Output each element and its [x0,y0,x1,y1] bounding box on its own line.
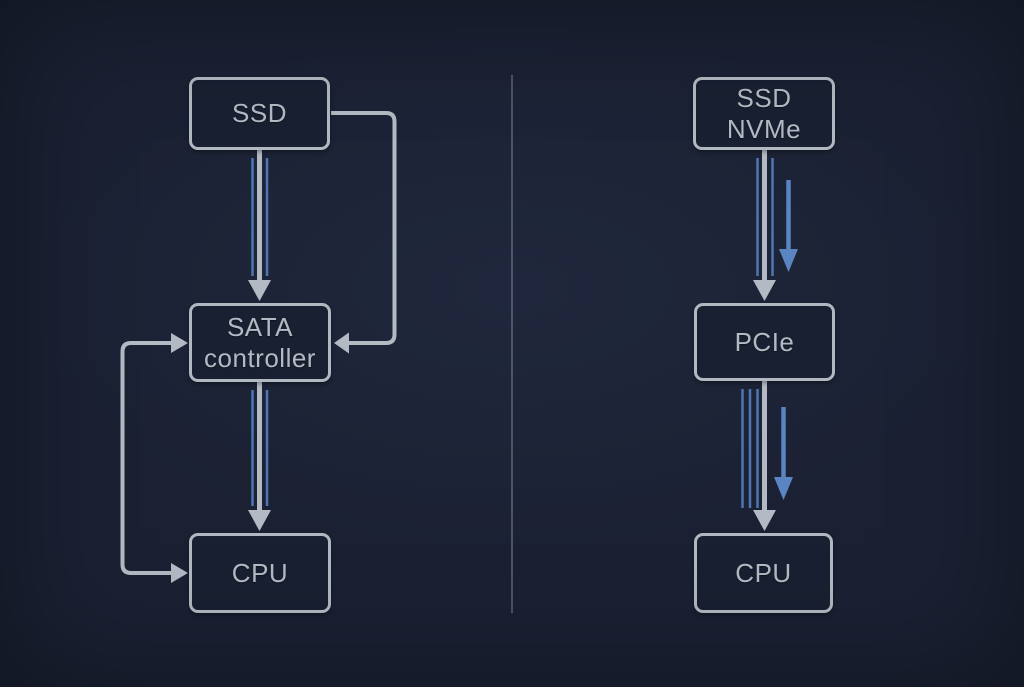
node-ssd-nvme: SSD NVMe [693,77,835,150]
arrowhead-right-icon [171,563,188,583]
node-ssd-nvme-label: SSD NVMe [726,82,802,144]
loop-line [331,111,397,345]
node-ssd-label: SSD [232,98,287,128]
node-pcie-label: PCIe [734,326,795,357]
node-cpu-right-label: CPU [735,557,792,588]
edge-ssd-to-sata-loop [331,111,397,354]
node-sata-controller: SATA controller [189,303,331,382]
arrowhead-down-icon [753,280,776,301]
arrowhead-left-icon [334,332,349,354]
arrowhead-down-icon [753,510,776,531]
blue-arrowhead-down-icon [779,249,798,272]
arrowhead-down-icon [248,280,271,301]
edge-nvme-to-pcie-bus [753,150,798,301]
node-cpu-right: CPU [694,533,833,613]
node-cpu-left-label: CPU [231,557,289,588]
arrowhead-right-icon [171,333,188,353]
edge-sata-to-cpu-bus [248,382,271,531]
edge-left-rail [120,333,188,583]
edge-ssd-to-sata-bus [248,150,271,301]
node-cpu-left: CPU [189,533,331,613]
edge-pcie-to-cpu-bus [741,381,793,531]
node-ssd: SSD [189,77,330,150]
arrowhead-down-icon [248,510,271,531]
node-pcie: PCIe [694,303,835,381]
panel-divider [511,75,513,613]
node-sata-controller-label: SATA controller [204,311,316,373]
blue-arrowhead-down-icon [774,477,793,500]
rail-line [120,341,173,575]
